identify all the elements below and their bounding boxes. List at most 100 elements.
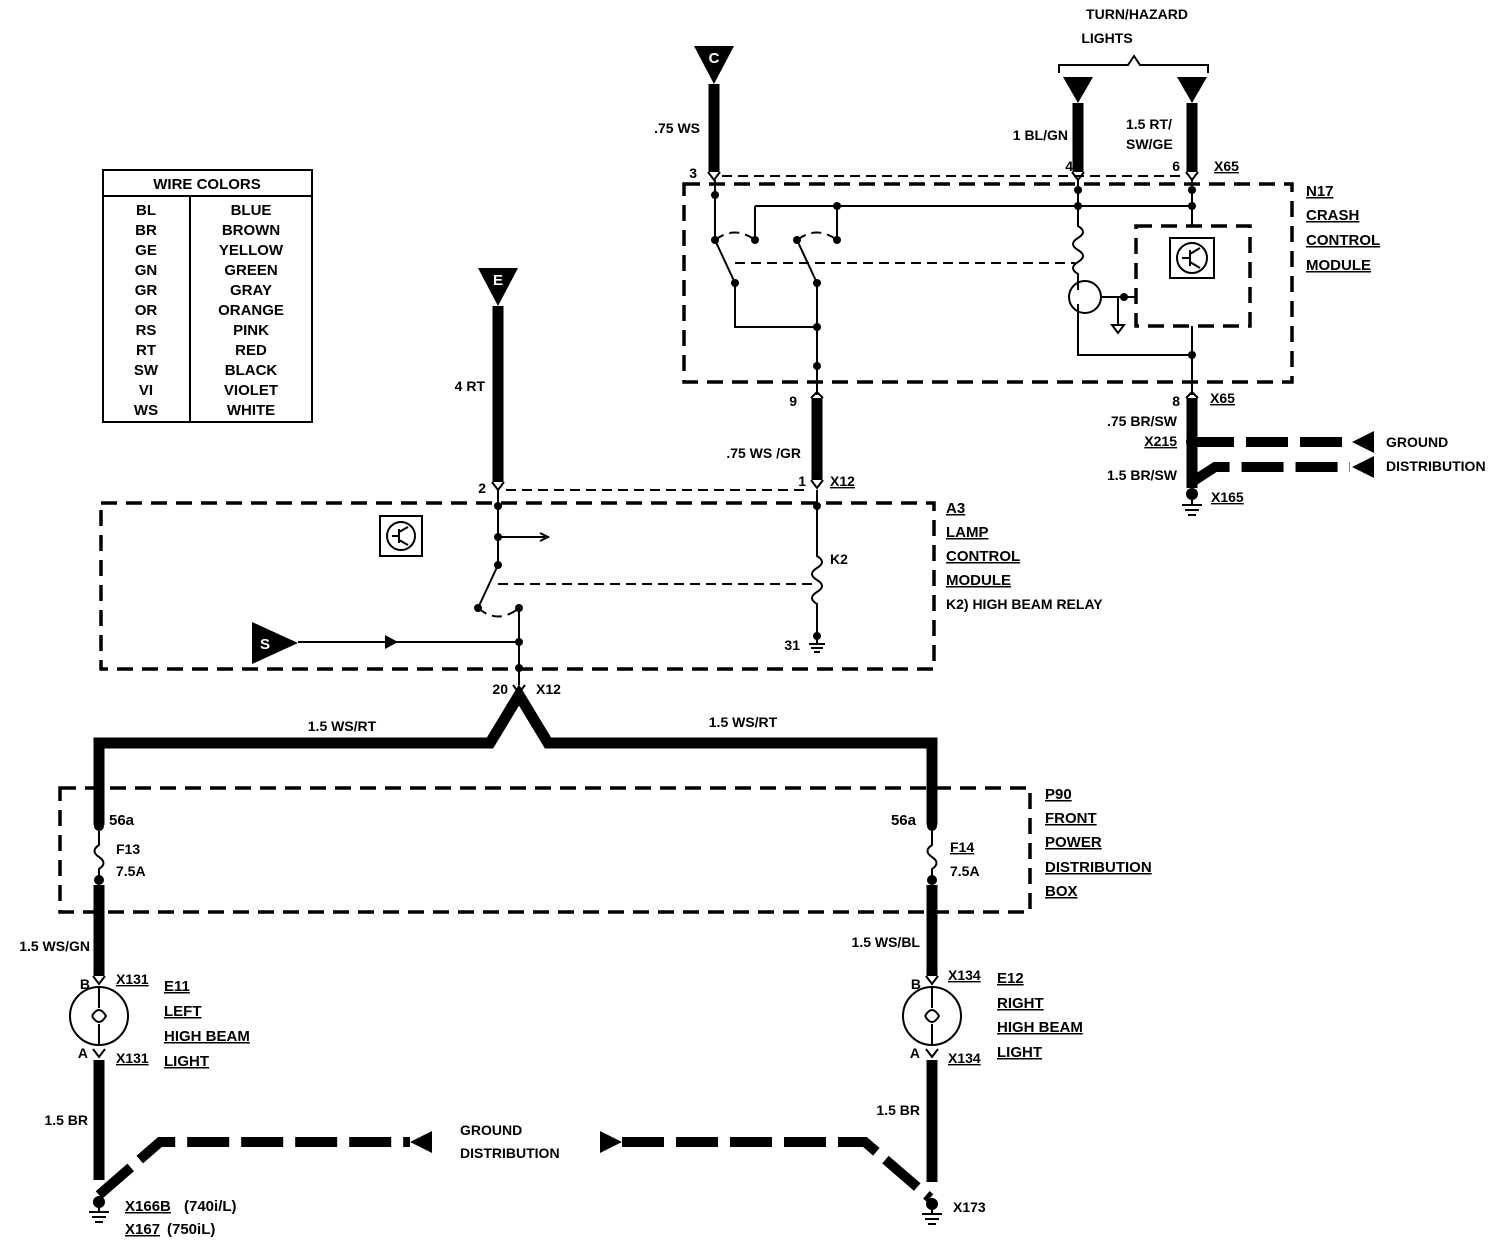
wire-label-ws-rt-right: 1.5 WS/RT: [709, 714, 778, 730]
terminal-turn-left-icon: [1063, 77, 1093, 103]
legend-color-name: BROWN: [222, 222, 280, 239]
a3-node: [813, 502, 821, 510]
wire-label-br-left: 1.5 BR: [44, 1112, 88, 1128]
terminal-e-label: E: [493, 272, 503, 289]
n17-node: [813, 362, 821, 370]
connector-x166b-note: (740i/L): [184, 1198, 237, 1215]
connector-x134-top: X134: [948, 967, 981, 983]
ground-dist-arrow-2-icon: [1352, 456, 1374, 478]
a3-label-1: LAMP: [946, 524, 989, 541]
n17-node: [731, 279, 739, 287]
terminal-turn-right-icon: [1177, 77, 1207, 103]
pin-1: 1: [798, 473, 806, 489]
connector-x131-top-icon: [92, 975, 106, 986]
n17-node: [793, 236, 801, 244]
n17-switch-b-arc: [796, 231, 838, 241]
pin-4: 4: [1065, 158, 1073, 174]
f14-label: F14: [950, 839, 974, 855]
e11-id: E11: [164, 978, 190, 995]
f13-terminal-bottom: [94, 875, 104, 885]
e12-label-2: HIGH BEAM: [997, 1019, 1083, 1036]
pin-31: 31: [784, 637, 800, 653]
legend-title: WIRE COLORS: [153, 176, 261, 193]
f14-terminal-top: [927, 821, 937, 831]
legend-color-name: GRAY: [230, 282, 272, 299]
f14-terminal-label: 56a: [891, 812, 917, 829]
n17-switch-a-arc: [714, 231, 756, 241]
ground-right-label-1: GROUND: [1386, 434, 1448, 450]
legend-color-name: WHITE: [227, 402, 275, 419]
wire-label-br-sw-075: .75 BR/SW: [1107, 413, 1178, 429]
connector-x65-bottom: X65: [1210, 390, 1235, 406]
a3-transistor-glyph-icon: [392, 526, 409, 546]
wire-label-br-sw-15: 1.5 BR/SW: [1107, 467, 1178, 483]
pin-2: 2: [478, 480, 486, 496]
a3-lamp-control-module: A3 LAMP CONTROL MODULE K2) HIGH BEAM REL…: [99, 490, 1103, 685]
e12-id: E12: [997, 970, 1024, 987]
n17-ground-arrow-icon: [1110, 297, 1126, 335]
connector-x134-bottom-icon: [925, 1048, 939, 1059]
connector-x173: X173: [953, 1199, 986, 1215]
legend-code: WS: [134, 402, 158, 419]
legend-code: RT: [136, 342, 156, 359]
diode-icon: [385, 634, 398, 650]
a3-label-2: CONTROL: [946, 548, 1020, 565]
a3-node: [515, 664, 523, 672]
a3-node: [494, 533, 502, 541]
n17-transistor-icon: [1068, 280, 1102, 314]
e11-filament-icon: [91, 986, 108, 1046]
legend-color-name: PINK: [233, 322, 269, 339]
pin-20: 20: [492, 681, 508, 697]
n17-module-boundary: [682, 182, 1294, 384]
n17-node: [751, 236, 759, 244]
n17-node: [1074, 186, 1082, 194]
wire-label-c-ws: .75 WS: [654, 120, 700, 136]
legend-code: GN: [135, 262, 158, 279]
connector-x215: X215: [1144, 433, 1177, 449]
ground-dist-arrow-1-icon: [1352, 431, 1374, 453]
wire-15-ws-rt: [93, 684, 938, 825]
legend-color-name: BLACK: [225, 362, 278, 379]
connector-pin9-icon: [810, 390, 824, 399]
pin-b-right: B: [911, 976, 921, 992]
a3-electronic-symbol-icon: [386, 521, 416, 551]
e11-label-2: HIGH BEAM: [164, 1028, 250, 1045]
legend-color-name: BLUE: [231, 202, 272, 219]
a3-relay-contact: [477, 564, 499, 609]
wire-label-ws-rt-left: 1.5 WS/RT: [308, 718, 377, 734]
terminal-s-icon: [252, 622, 298, 664]
legend-code: GE: [135, 242, 157, 259]
ground-right-node: [926, 1198, 938, 1210]
p90-front-power-distribution-box: P90 FRONT POWER DISTRIBUTION BOX 56a F13…: [58, 786, 1152, 914]
n17-node: [1188, 186, 1196, 194]
turn-hazard-bracket: [1058, 54, 1209, 73]
ground-left-icon: [89, 1208, 109, 1223]
n17-electronic-symbol-icon: [1176, 242, 1208, 274]
n17-label-3: MODULE: [1306, 257, 1371, 274]
n17-node: [711, 236, 719, 244]
e12-label-1: RIGHT: [997, 995, 1044, 1012]
p90-label-4: BOX: [1045, 883, 1078, 900]
f14-rating: 7.5A: [950, 863, 980, 879]
n17-transistor-glyph-icon: [1182, 247, 1201, 269]
n17-label-1: CRASH: [1306, 207, 1359, 224]
connector-x12-bottom: X12: [536, 681, 561, 697]
a3-node: [494, 561, 502, 569]
n17-sub-module-boundary: [1134, 224, 1252, 328]
f14-terminal-bottom: [927, 875, 937, 885]
p90-box-boundary: [58, 786, 1032, 914]
legend-color-name: VIOLET: [224, 382, 278, 399]
a3-relay-contact-arc: [477, 607, 520, 618]
wire-label-br-right: 1.5 BR: [876, 1102, 920, 1118]
n17-node: [833, 202, 841, 210]
ground-dist-wire-2: [1189, 462, 1350, 487]
legend-code: GR: [135, 282, 158, 299]
n17-node: [813, 323, 821, 331]
a3-id: A3: [946, 500, 965, 517]
legend-color-name: YELLOW: [219, 242, 284, 259]
ground-x165-icon: [1182, 500, 1202, 516]
connector-x166b: X166B: [125, 1198, 171, 1215]
e12-filament-icon: [924, 986, 941, 1046]
ground-dist-wire-left: [95, 1137, 410, 1199]
